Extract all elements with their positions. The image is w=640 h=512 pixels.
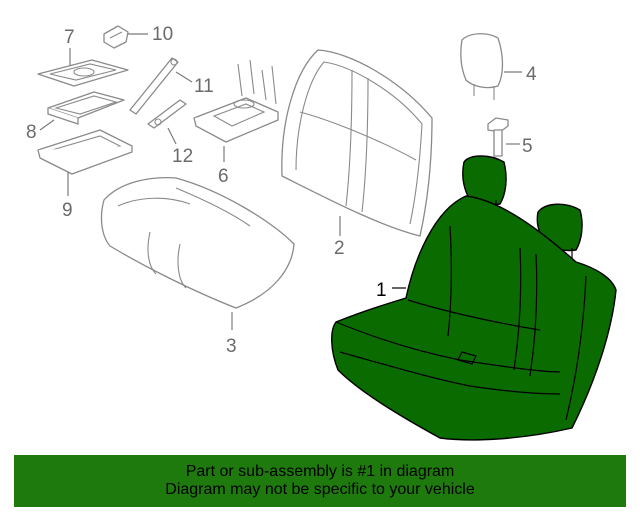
callout-9[interactable]: 9: [62, 200, 73, 221]
part-11-strap[interactable]: [129, 57, 179, 115]
callout-4[interactable]: 4: [526, 64, 537, 85]
part-3-seat-cushion[interactable]: [100, 176, 295, 309]
part-2-seat-back[interactable]: [281, 49, 433, 237]
parts-diagram: 10 7 8 9 11 12 6: [26, 24, 617, 441]
callout-12[interactable]: 12: [172, 146, 193, 167]
part-8-frame[interactable]: [47, 91, 125, 125]
part-12-bracket[interactable]: [147, 99, 187, 129]
info-banner: Part or sub-assembly is #1 in diagram Di…: [14, 455, 626, 507]
part-1-seat-assembly[interactable]: [331, 155, 617, 441]
callout-5[interactable]: 5: [522, 136, 533, 157]
part-10-clip[interactable]: [103, 25, 148, 49]
callout-6[interactable]: 6: [218, 166, 229, 187]
callout-7[interactable]: 7: [64, 27, 75, 48]
part-4-headrest[interactable]: [460, 33, 504, 100]
callout-1[interactable]: 1: [376, 280, 387, 301]
callout-11[interactable]: 11: [194, 76, 214, 97]
callout-10[interactable]: 10: [152, 24, 173, 45]
part-6-armrest[interactable]: [193, 59, 279, 143]
part-7-tray[interactable]: [37, 59, 129, 87]
part-9-cover[interactable]: [37, 129, 133, 175]
callout-3[interactable]: 3: [226, 336, 237, 357]
part-5-guide[interactable]: [487, 117, 509, 157]
banner-line-2: Diagram may not be specific to your vehi…: [165, 481, 475, 498]
callout-2[interactable]: 2: [334, 238, 345, 259]
callout-8[interactable]: 8: [26, 122, 37, 143]
banner-line-1: Part or sub-assembly is #1 in diagram: [185, 463, 455, 480]
